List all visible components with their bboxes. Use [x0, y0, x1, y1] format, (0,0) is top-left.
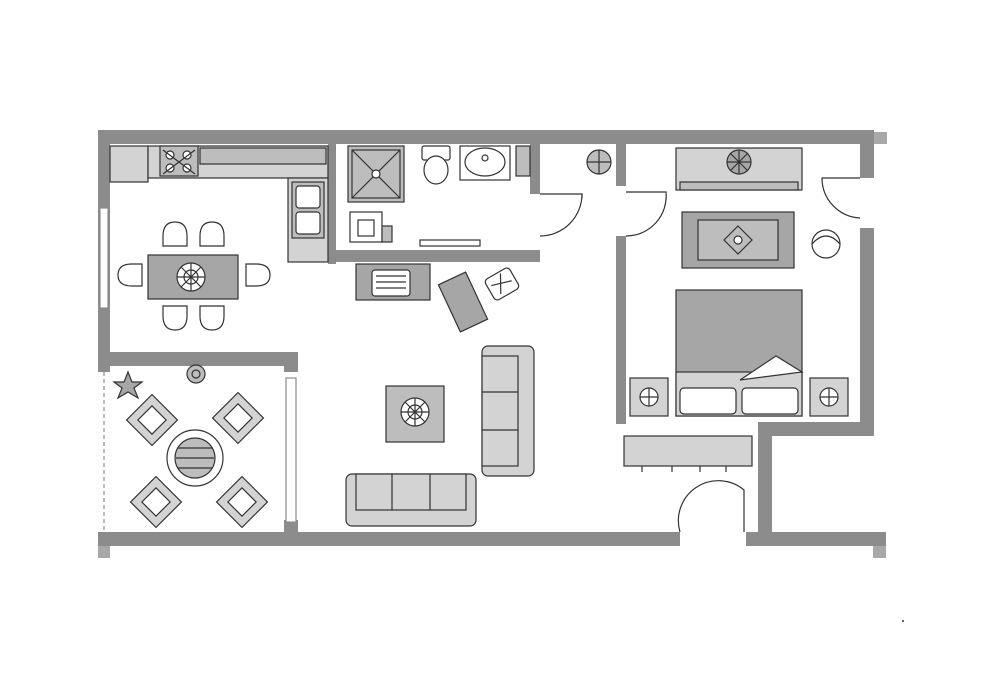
armchair-icon [811, 229, 841, 259]
plant-icon [726, 149, 752, 175]
bathroom-door [539, 193, 583, 237]
window-patio [285, 377, 297, 523]
chair-icon [162, 221, 188, 247]
chair-icon [245, 263, 271, 287]
bedroom-door [625, 191, 667, 237]
entry-door [677, 480, 745, 533]
wall-bedroom-left-lower [616, 236, 626, 424]
wall-bath-bottom [328, 250, 540, 262]
towel-bar [419, 239, 481, 247]
washer-icon [349, 211, 393, 243]
living-room [345, 263, 535, 527]
wall-patio-right [284, 352, 298, 372]
kitchen [109, 145, 329, 263]
wall-right-lower [860, 228, 874, 436]
sofa-icon [345, 473, 477, 527]
wall-top [98, 130, 873, 144]
toilet-icon [421, 145, 451, 185]
bedroom-exterior-door [821, 177, 861, 219]
patio [112, 364, 269, 529]
chair-icon [162, 305, 188, 331]
sofa-icon [481, 345, 535, 477]
dining-area [117, 221, 271, 331]
bathroom-sink-icon [459, 145, 511, 181]
plant-pot-icon [586, 149, 612, 175]
kitchen-counter-left [109, 145, 149, 183]
bar-counter-icon [623, 435, 753, 472]
chair-icon [199, 305, 225, 331]
wall-top-end [873, 132, 887, 144]
wall-bedroom-left [616, 144, 626, 186]
dining-table-centerpiece-icon [176, 262, 206, 292]
bathroom-cabinet [515, 145, 531, 177]
wall-bottom-left-cap [98, 546, 110, 558]
chair-icon [199, 221, 225, 247]
bedroom [625, 147, 861, 417]
walls [98, 130, 887, 558]
nightstand-icon [629, 377, 669, 417]
rug-icon [681, 211, 795, 269]
wall-patio-right-lower [284, 520, 298, 534]
chair-icon [117, 263, 143, 287]
armchair-icon [484, 267, 520, 301]
wall-bath-right [530, 144, 540, 194]
lounge-chair-icon [211, 391, 265, 445]
wall-bottom-right-cap [873, 546, 886, 558]
kitchen-sink-icon [291, 181, 325, 239]
wall-bottom-right [746, 532, 886, 546]
lounge-chair-icon [125, 393, 179, 447]
wall-patio-top [98, 352, 298, 366]
stove-icon [159, 145, 199, 177]
plant-pot-icon [186, 364, 206, 384]
wall-bottom-left [98, 532, 680, 546]
lounge-chair-icon [215, 475, 269, 529]
wall-right [860, 130, 874, 178]
bed-icon [675, 289, 804, 417]
coffee-table-icon [385, 385, 445, 443]
nightstand-icon [809, 377, 849, 417]
plant-icon [112, 370, 144, 400]
patio-table-icon [166, 429, 224, 487]
rug-icon [437, 271, 489, 333]
wall-kitchen-bath [328, 130, 336, 264]
tv-console-icon [355, 263, 431, 301]
window-left [99, 207, 109, 309]
dot-mark [902, 620, 904, 622]
bathroom [347, 145, 583, 247]
wall-bedroom-bottom [758, 422, 874, 436]
shower-icon [347, 145, 405, 203]
lounge-chair-icon [129, 475, 183, 529]
wall-corridor-right [758, 422, 772, 532]
kitchen-counter-top-inner [199, 147, 327, 165]
